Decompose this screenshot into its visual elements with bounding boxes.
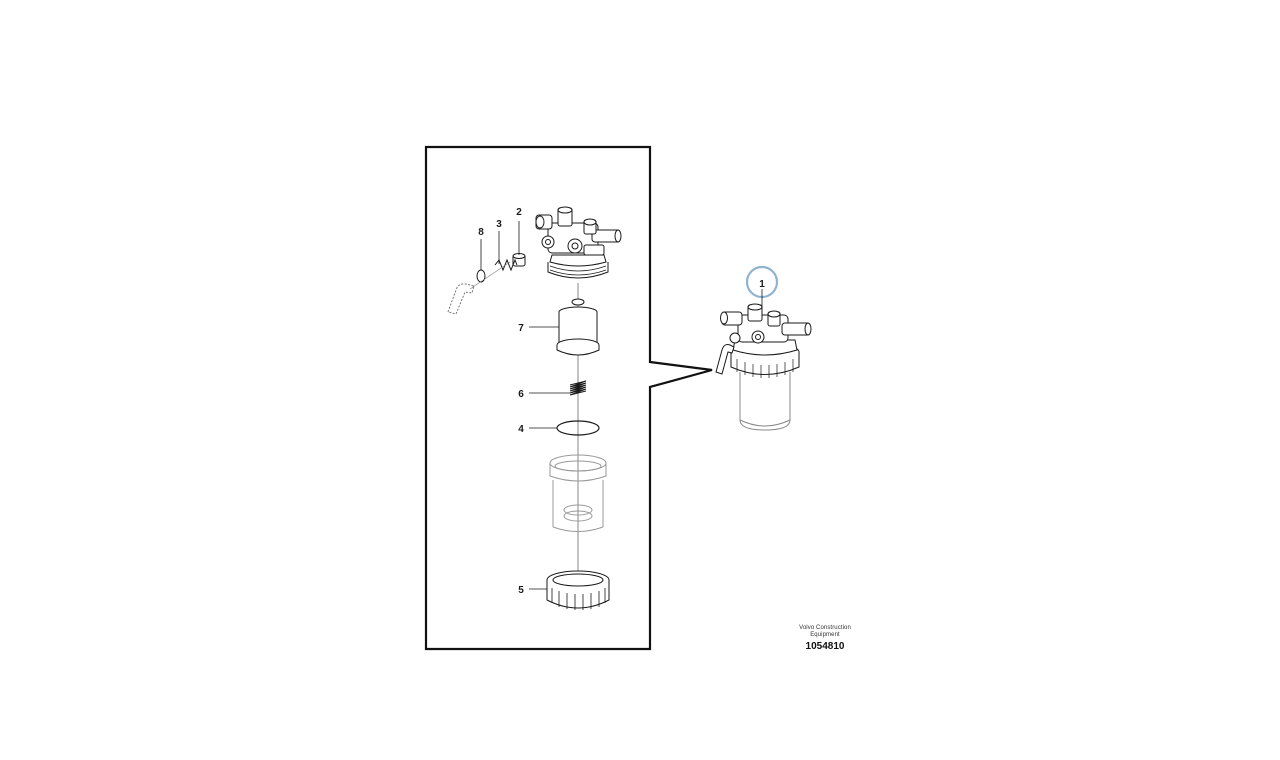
callout-part-8: 8	[478, 227, 484, 238]
assembled-filter	[715, 303, 812, 431]
part-5-retaining-ring	[546, 570, 610, 610]
filter-head	[535, 206, 622, 279]
part-8-washer	[476, 269, 486, 283]
callout-part-3: 3	[496, 219, 502, 230]
callout-part-1: 1	[759, 279, 765, 290]
manufacturer-line-1: Volvo Construction	[799, 625, 851, 631]
exploded-view: 2 3 8 7 6 4 5	[447, 206, 622, 610]
manufacturer-line-2: Equipment	[810, 632, 840, 638]
part-6-spring	[569, 380, 587, 396]
manufacturer-credit: Volvo Construction Equipment	[770, 625, 880, 639]
callout-part-5: 5	[518, 585, 524, 596]
filter-bowl	[549, 454, 607, 532]
callout-part-2: 2	[516, 207, 522, 218]
drawing-number: 1054810	[805, 641, 845, 652]
drain-lever	[447, 283, 475, 315]
callout-part-7: 7	[518, 323, 524, 334]
part-7-filter-element	[556, 298, 600, 356]
leader-lines	[480, 221, 570, 590]
detail-frame	[424, 145, 713, 651]
callout-part-6: 6	[518, 389, 524, 400]
callout-part-4: 4	[518, 424, 524, 435]
